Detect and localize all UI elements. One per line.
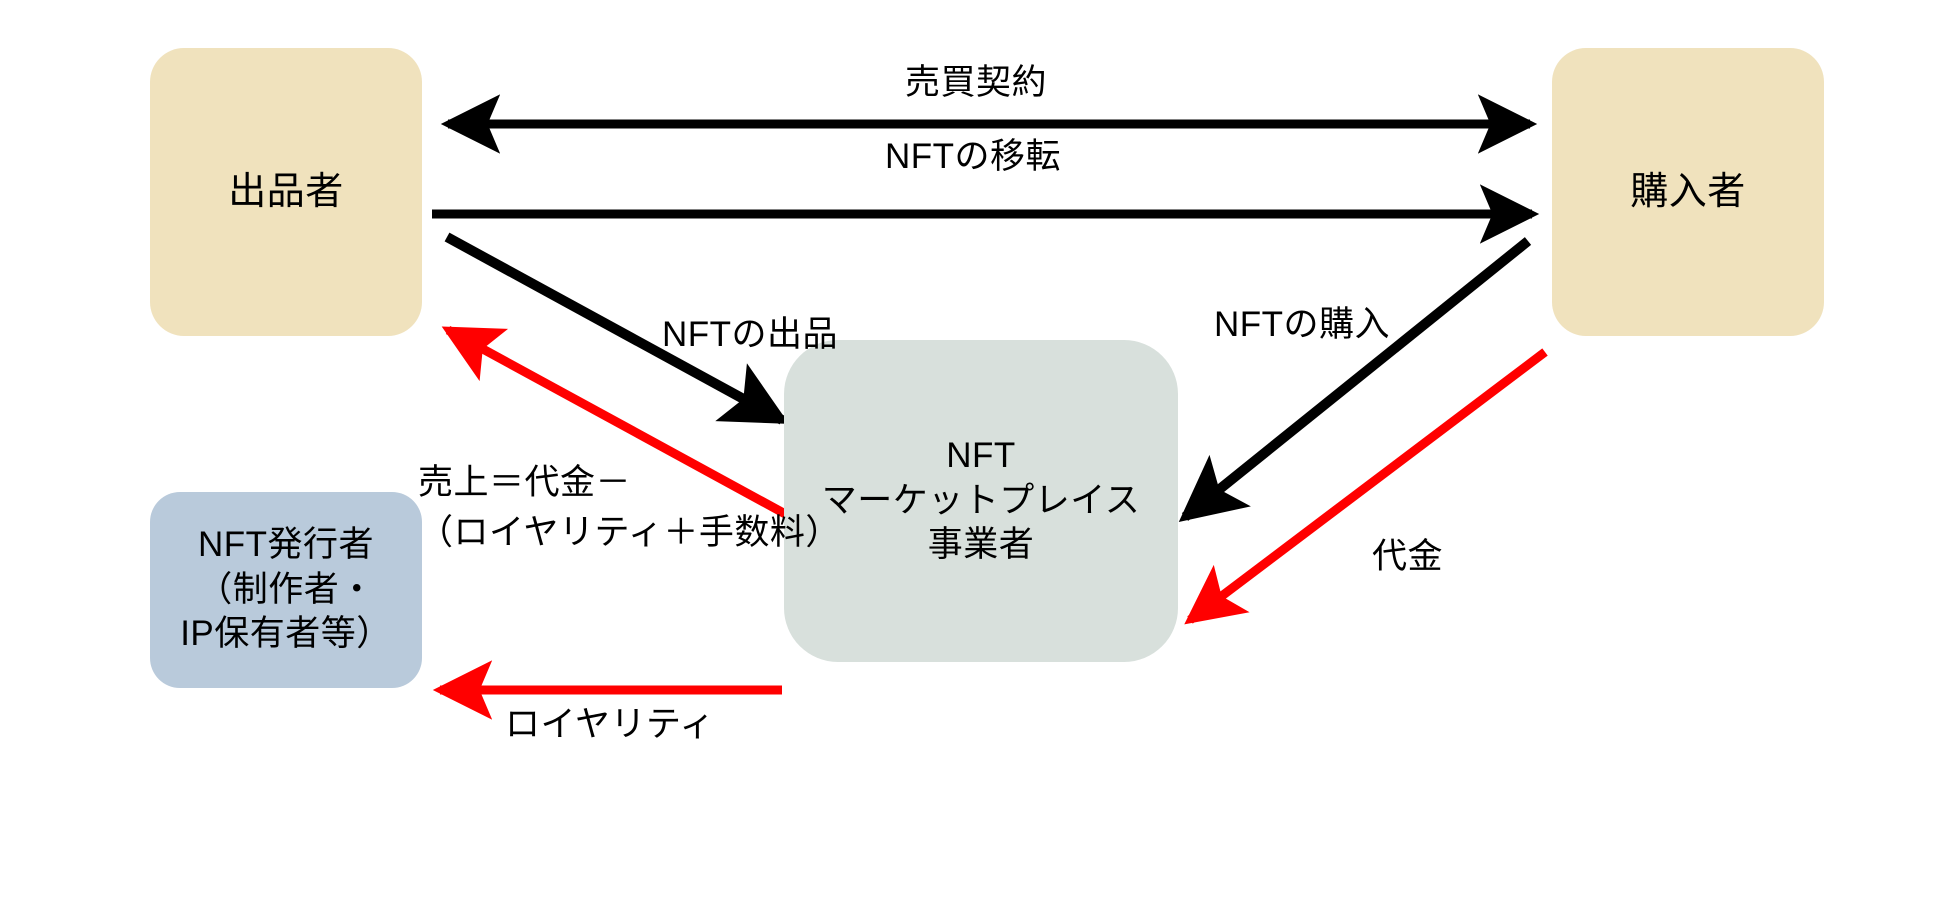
node-buyer-label: 購入者 xyxy=(1630,170,1746,213)
edge-nft-purchase xyxy=(1178,237,1532,523)
edge-nft-listing xyxy=(444,232,790,425)
node-nft-marketplace-label: NFT マーケットプレイス 事業者 xyxy=(821,435,1141,565)
edge-revenue xyxy=(441,326,803,526)
node-seller-label: 出品者 xyxy=(228,170,344,213)
node-nft-issuer[interactable]: NFT発行者 （制作者・ IP保有者等） xyxy=(150,492,422,688)
edge-label-payment: 代金 xyxy=(1372,537,1444,576)
node-nft-issuer-label: NFT発行者 （制作者・ IP保有者等） xyxy=(180,524,392,654)
edge-label-nft-listing: NFTの出品 xyxy=(662,315,839,354)
edge-label-revenue: 売上＝代金－ （ロイヤリティ＋手数料） xyxy=(418,463,841,552)
node-seller[interactable]: 出品者 xyxy=(150,48,422,336)
edge-label-nft-transfer: NFTの移転 xyxy=(885,137,1062,176)
node-nft-marketplace[interactable]: NFT マーケットプレイス 事業者 xyxy=(784,340,1178,662)
edge-label-royalty: ロイヤリティ xyxy=(505,705,715,744)
edge-label-nft-purchase: NFTの購入 xyxy=(1214,305,1391,344)
node-buyer[interactable]: 購入者 xyxy=(1552,48,1824,336)
edge-label-sales-contract: 売買契約 xyxy=(905,63,1048,102)
edge-payment xyxy=(1184,348,1548,625)
